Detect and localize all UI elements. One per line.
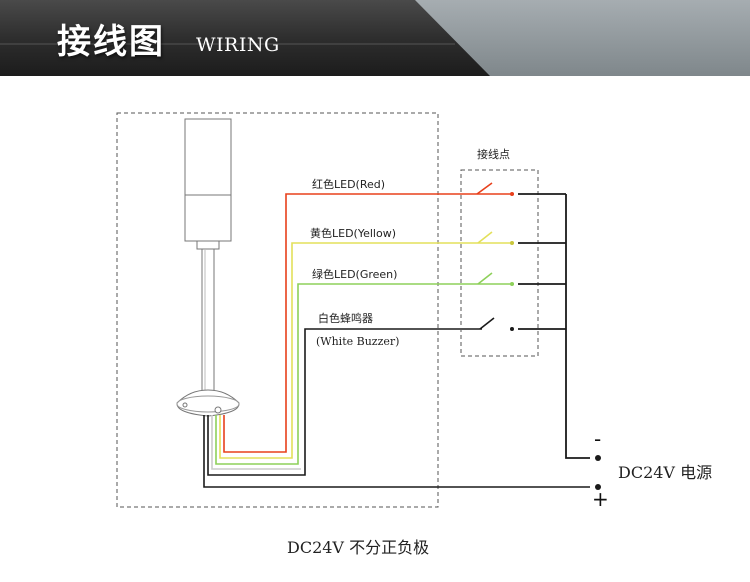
wire-red [223,193,514,453]
wire-bundle [203,193,590,488]
wire-common [203,415,590,488]
page-title: 接线图 [57,22,165,62]
wire-label-yellow: 黄色LED(Yellow) [310,226,396,240]
switch-buzzer [479,317,514,331]
switch-green [477,272,514,286]
terminal-label: 接线点 [477,147,510,161]
wire-label-buzzer-en: (White Buzzer) [316,335,399,348]
header-banner: 接线图 WIRING [0,0,750,76]
plus-sign: + [592,487,609,511]
tower-enclosure [116,112,439,508]
minus-sign: - [594,427,601,451]
terminal-minus [595,455,601,461]
switch-red [476,182,514,196]
wire-white [211,415,301,470]
switch-yellow [477,231,514,245]
wire-buzzer [207,328,482,476]
page-subtitle: WIRING [196,34,280,56]
power-label: DC24V 电源 [618,463,712,482]
wire-label-green: 绿色LED(Green) [312,267,397,281]
polarity-note: DC24V 不分正负极 [287,538,429,557]
wire-label-red: 红色LED(Red) [312,177,385,191]
wire-yellow [219,242,514,459]
wire-green [215,283,514,465]
banner-background [0,0,750,76]
terminal-block [460,169,539,357]
wire-label-buzzer: 白色蜂鸣器 [318,311,373,325]
power-bus [518,193,590,459]
signal-tower-icon [176,118,240,417]
terminal-plus [595,484,601,490]
